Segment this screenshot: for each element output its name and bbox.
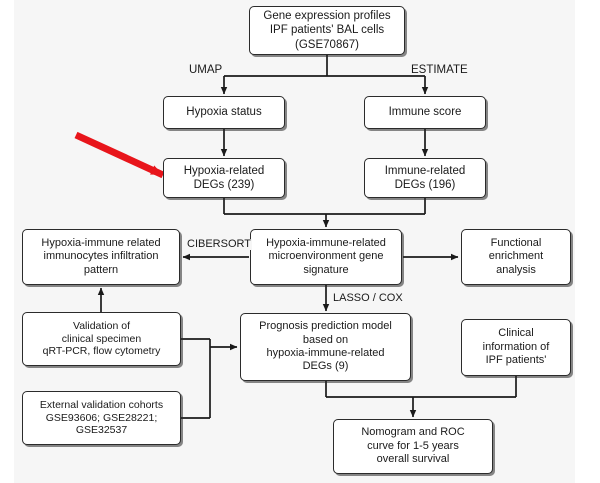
node-clinical-information: Clinical information of IPF patients' — [461, 319, 571, 376]
node-immune-related-degs: Immune-related DEGs (196) — [364, 158, 486, 198]
node-hypoxia-related-degs: Hypoxia-related DEGs (239) — [163, 158, 285, 198]
node-immunocytes-infiltration-pattern: Hypoxia-immune related immunocytes infil… — [22, 229, 180, 285]
node-external-validation-cohorts: External validation cohorts GSE93606; GS… — [22, 391, 181, 445]
node-functional-enrichment-analysis: Functional enrichment analysis — [461, 229, 571, 285]
edge-label-estimate: ESTIMATE — [411, 64, 468, 76]
node-prognosis-prediction-model: Prognosis prediction model based on hypo… — [240, 313, 411, 381]
node-nomogram-roc-survival: Nomogram and ROC curve for 1-5 years ove… — [333, 419, 493, 474]
edge-label-umap: UMAP — [189, 64, 223, 76]
edge-label-lasso-cox: LASSO / COX — [333, 292, 403, 304]
node-source-dataset: Gene expression profiles IPF patients' B… — [249, 6, 405, 55]
node-immune-score: Immune score — [364, 96, 486, 129]
node-microenvironment-gene-signature: Hypoxia-immune-related microenvironment … — [250, 229, 402, 285]
node-clinical-specimen-validation: Validation of clinical specimen qRT-PCR,… — [22, 312, 181, 366]
edge-label-cibersort: CIBERSORT — [186, 238, 252, 250]
red-pointer-arrow — [74, 131, 165, 179]
node-hypoxia-status: Hypoxia status — [163, 96, 285, 129]
